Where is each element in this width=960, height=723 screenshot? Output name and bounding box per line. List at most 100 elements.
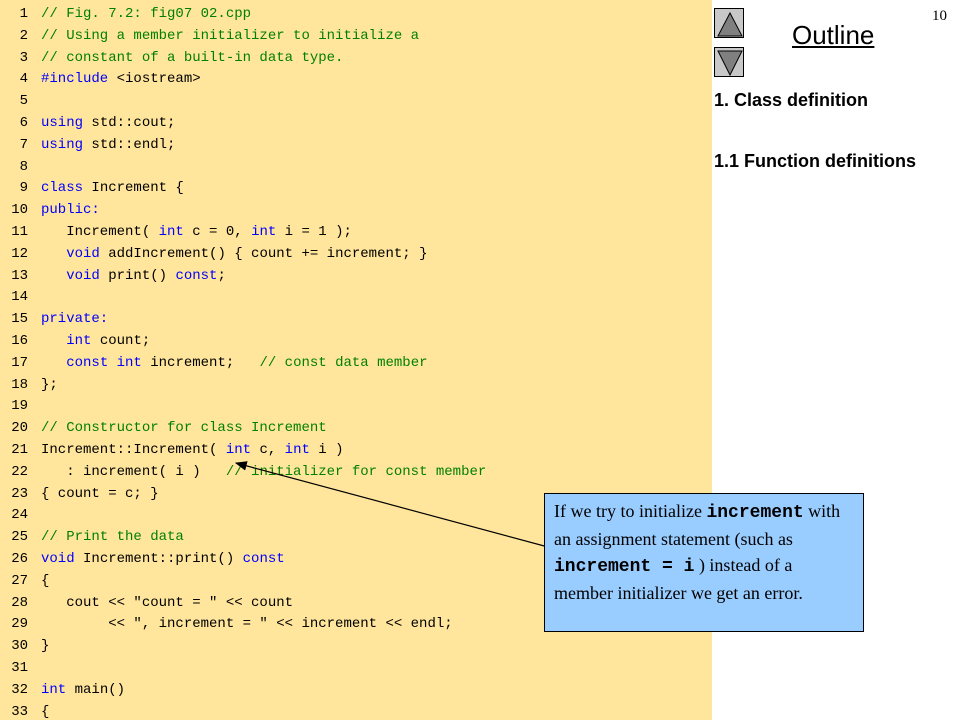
code-keyword: using bbox=[41, 115, 84, 131]
code-line: 23 { count = c; } bbox=[0, 483, 712, 505]
line-number: 11 bbox=[11, 224, 28, 240]
line-number: 26 bbox=[11, 551, 28, 567]
previous-slide-button[interactable] bbox=[714, 8, 744, 38]
line-number: 7 bbox=[19, 136, 28, 153]
code-token: i ) bbox=[309, 442, 344, 458]
line-number: 13 bbox=[11, 267, 28, 284]
callout-text: ) instead of a member initializer we get… bbox=[554, 555, 803, 603]
code-comment: // constant of a built-in data type. bbox=[41, 49, 344, 66]
code-line: 15 private: bbox=[0, 308, 712, 330]
code-text: // Constructor for class Increment bbox=[41, 417, 327, 439]
code-token: increment; bbox=[141, 354, 260, 371]
line-number: 24 bbox=[11, 507, 28, 524]
code-text: // Print the data bbox=[41, 526, 184, 548]
code-line: 28 cout << "count = " << count bbox=[0, 592, 712, 614]
line-number: 16 bbox=[11, 333, 28, 349]
callout-text: If we try to initialize bbox=[554, 501, 707, 521]
line-number: 2 bbox=[19, 27, 28, 44]
code-keyword: public: bbox=[41, 202, 100, 219]
code-line: 18}; bbox=[0, 374, 712, 396]
line-number: 6 bbox=[19, 115, 28, 131]
line-number: 1 bbox=[19, 6, 28, 22]
code-token: std::endl; bbox=[83, 136, 176, 153]
code-keyword: int bbox=[66, 333, 92, 349]
outline-title[interactable]: Outline bbox=[792, 20, 875, 50]
code-keyword: void bbox=[66, 245, 100, 262]
code-line: 33 { bbox=[0, 701, 712, 723]
code-token: : increment( i ) bbox=[41, 463, 226, 480]
code-comment: // Using a member initializer to initial… bbox=[41, 27, 420, 44]
code-comment: // Fig. 7.2: fig07 02.cpp bbox=[41, 6, 252, 22]
line-number: 5 bbox=[19, 93, 28, 110]
outline-item-class-definition: 1. Class definition bbox=[714, 90, 869, 110]
code-keyword: void bbox=[41, 551, 75, 567]
line-number: 9 bbox=[19, 180, 28, 197]
code-token: print() bbox=[99, 267, 176, 284]
code-token: i = 1 ); bbox=[276, 224, 352, 240]
line-number: 20 bbox=[11, 420, 28, 437]
code-text: #include <iostream> bbox=[41, 68, 201, 90]
code-token: addIncrement() { count += increment; } bbox=[99, 245, 428, 262]
code-text: { count = c; } bbox=[41, 483, 159, 505]
line-number: 29 bbox=[11, 616, 28, 633]
code-token: { count = c; } bbox=[41, 485, 159, 502]
code-text: }; bbox=[41, 374, 58, 396]
code-text: // constant of a built-in data type. bbox=[41, 47, 343, 69]
code-token: << ", increment = " << increment << endl… bbox=[41, 616, 453, 633]
next-slide-button[interactable] bbox=[714, 47, 744, 77]
code-token bbox=[41, 355, 66, 371]
code-text: public: bbox=[41, 199, 100, 221]
code-line: 19 bbox=[0, 395, 712, 417]
code-token: count; bbox=[91, 333, 151, 349]
code-line: 16 int count; bbox=[0, 330, 712, 352]
code-text: { bbox=[41, 701, 49, 723]
code-comment: // Constructor for class Increment bbox=[41, 420, 327, 437]
code-line: 4#include <iostream> bbox=[0, 68, 712, 90]
line-number: 22 bbox=[11, 463, 28, 480]
code-keyword: int bbox=[225, 442, 252, 458]
line-number: 31 bbox=[11, 660, 28, 676]
code-token: }; bbox=[41, 376, 58, 393]
line-number: 3 bbox=[19, 49, 28, 66]
line-number: 19 bbox=[11, 398, 28, 415]
code-text: using std::endl; bbox=[41, 134, 175, 156]
callout-text: with an assignment statement (such as bbox=[554, 501, 841, 549]
code-token: { bbox=[41, 572, 50, 589]
code-token: Increment::print() bbox=[74, 551, 243, 567]
code-line: 17 const int increment; // const data me… bbox=[0, 352, 712, 374]
code-text: private: bbox=[41, 308, 108, 330]
code-text: Increment( int c = 0, int i = 1 ); bbox=[41, 221, 352, 243]
code-keyword: using bbox=[41, 136, 84, 153]
code-text: class Increment { bbox=[41, 177, 184, 199]
line-number: 23 bbox=[11, 485, 28, 502]
page-number: 10 bbox=[932, 8, 947, 24]
line-number: 18 bbox=[11, 376, 28, 393]
code-line: 5 bbox=[0, 90, 712, 112]
line-number: 15 bbox=[11, 311, 28, 328]
code-token bbox=[41, 268, 66, 284]
line-number: 8 bbox=[19, 158, 28, 175]
code-token: c = 0, bbox=[183, 224, 252, 240]
code-text: int count; bbox=[41, 330, 150, 352]
code-text: // Using a member initializer to initial… bbox=[41, 25, 419, 47]
code-text: void addIncrement() { count += increment… bbox=[41, 243, 427, 265]
code-keyword: int bbox=[41, 681, 67, 698]
code-keyword: const bbox=[242, 551, 285, 567]
code-comment: // Print the data bbox=[41, 529, 184, 546]
code-line: 2 // Using a member initializer to initia… bbox=[0, 25, 712, 47]
code-text: // Fig. 7.2: fig07 02.cpp bbox=[41, 3, 251, 25]
code-token bbox=[41, 246, 66, 262]
code-token: { bbox=[41, 703, 50, 720]
code-text: } bbox=[41, 635, 49, 657]
code-comment: // const data member bbox=[259, 354, 428, 371]
line-number: 17 bbox=[11, 354, 28, 371]
code-token: Increment { bbox=[83, 180, 184, 197]
line-number: 33 bbox=[11, 703, 28, 720]
code-line: 10 public: bbox=[0, 199, 712, 221]
line-number: 32 bbox=[11, 681, 28, 698]
code-text: : increment( i ) // initializer for cons… bbox=[41, 461, 486, 483]
line-number: 27 bbox=[11, 572, 28, 589]
line-number: 10 bbox=[11, 202, 28, 219]
